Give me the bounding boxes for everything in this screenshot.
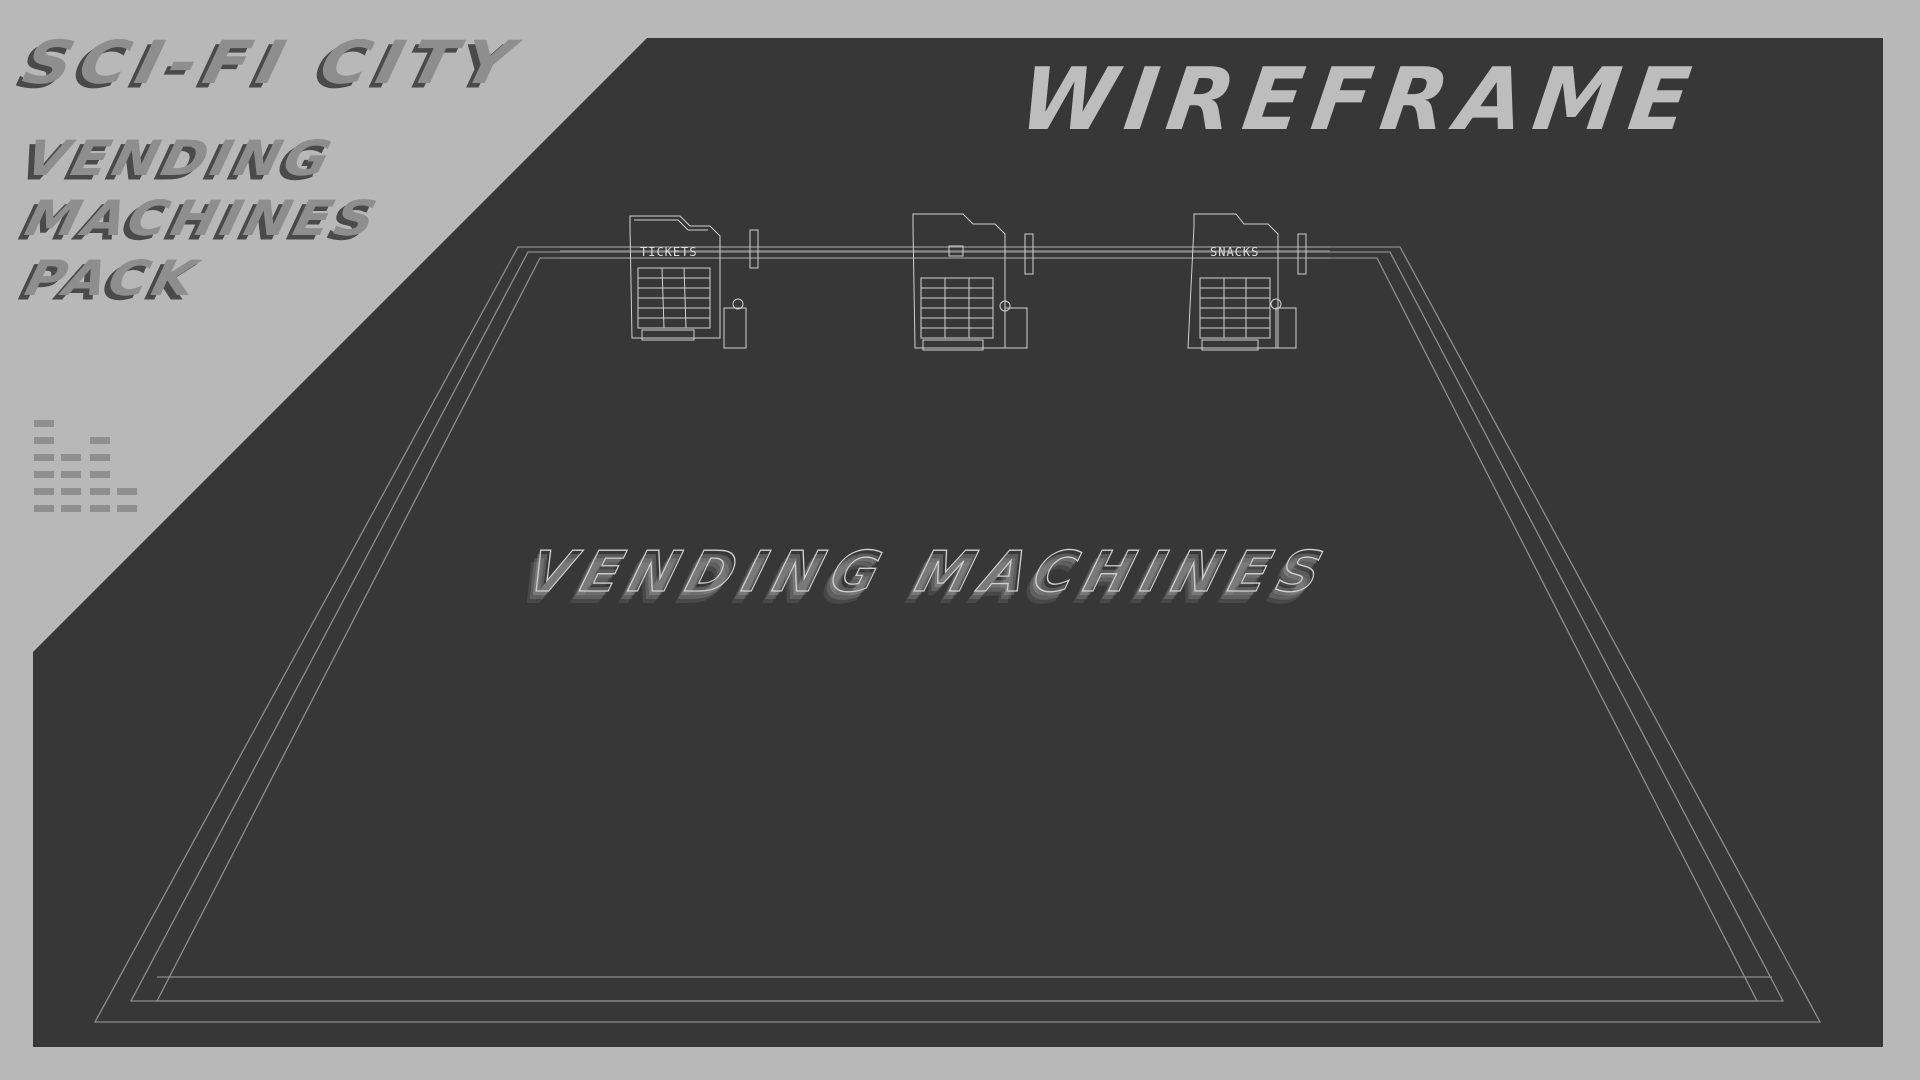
product-line-1: VENDING [19,130,341,187]
snacks-machine-label: SNACKS [1210,245,1259,259]
machine-rail [560,246,1330,259]
tickets-machine[interactable]: TICKETS [620,208,770,358]
dark-viewport-panel [33,38,1883,1047]
drinks-machine[interactable] [905,208,1055,358]
product-line-2: MACHINES [19,190,386,247]
brand-title: SCI-FI CITY [16,28,529,98]
tickets-machine-label: TICKETS [640,245,698,259]
product-line-3: PACK [19,250,207,307]
floor-3d-label: VENDING MACHINES [520,539,1340,605]
snacks-machine[interactable]: SNACKS [1180,208,1330,358]
render-mode-title: WIREFRAME [1013,50,1706,150]
